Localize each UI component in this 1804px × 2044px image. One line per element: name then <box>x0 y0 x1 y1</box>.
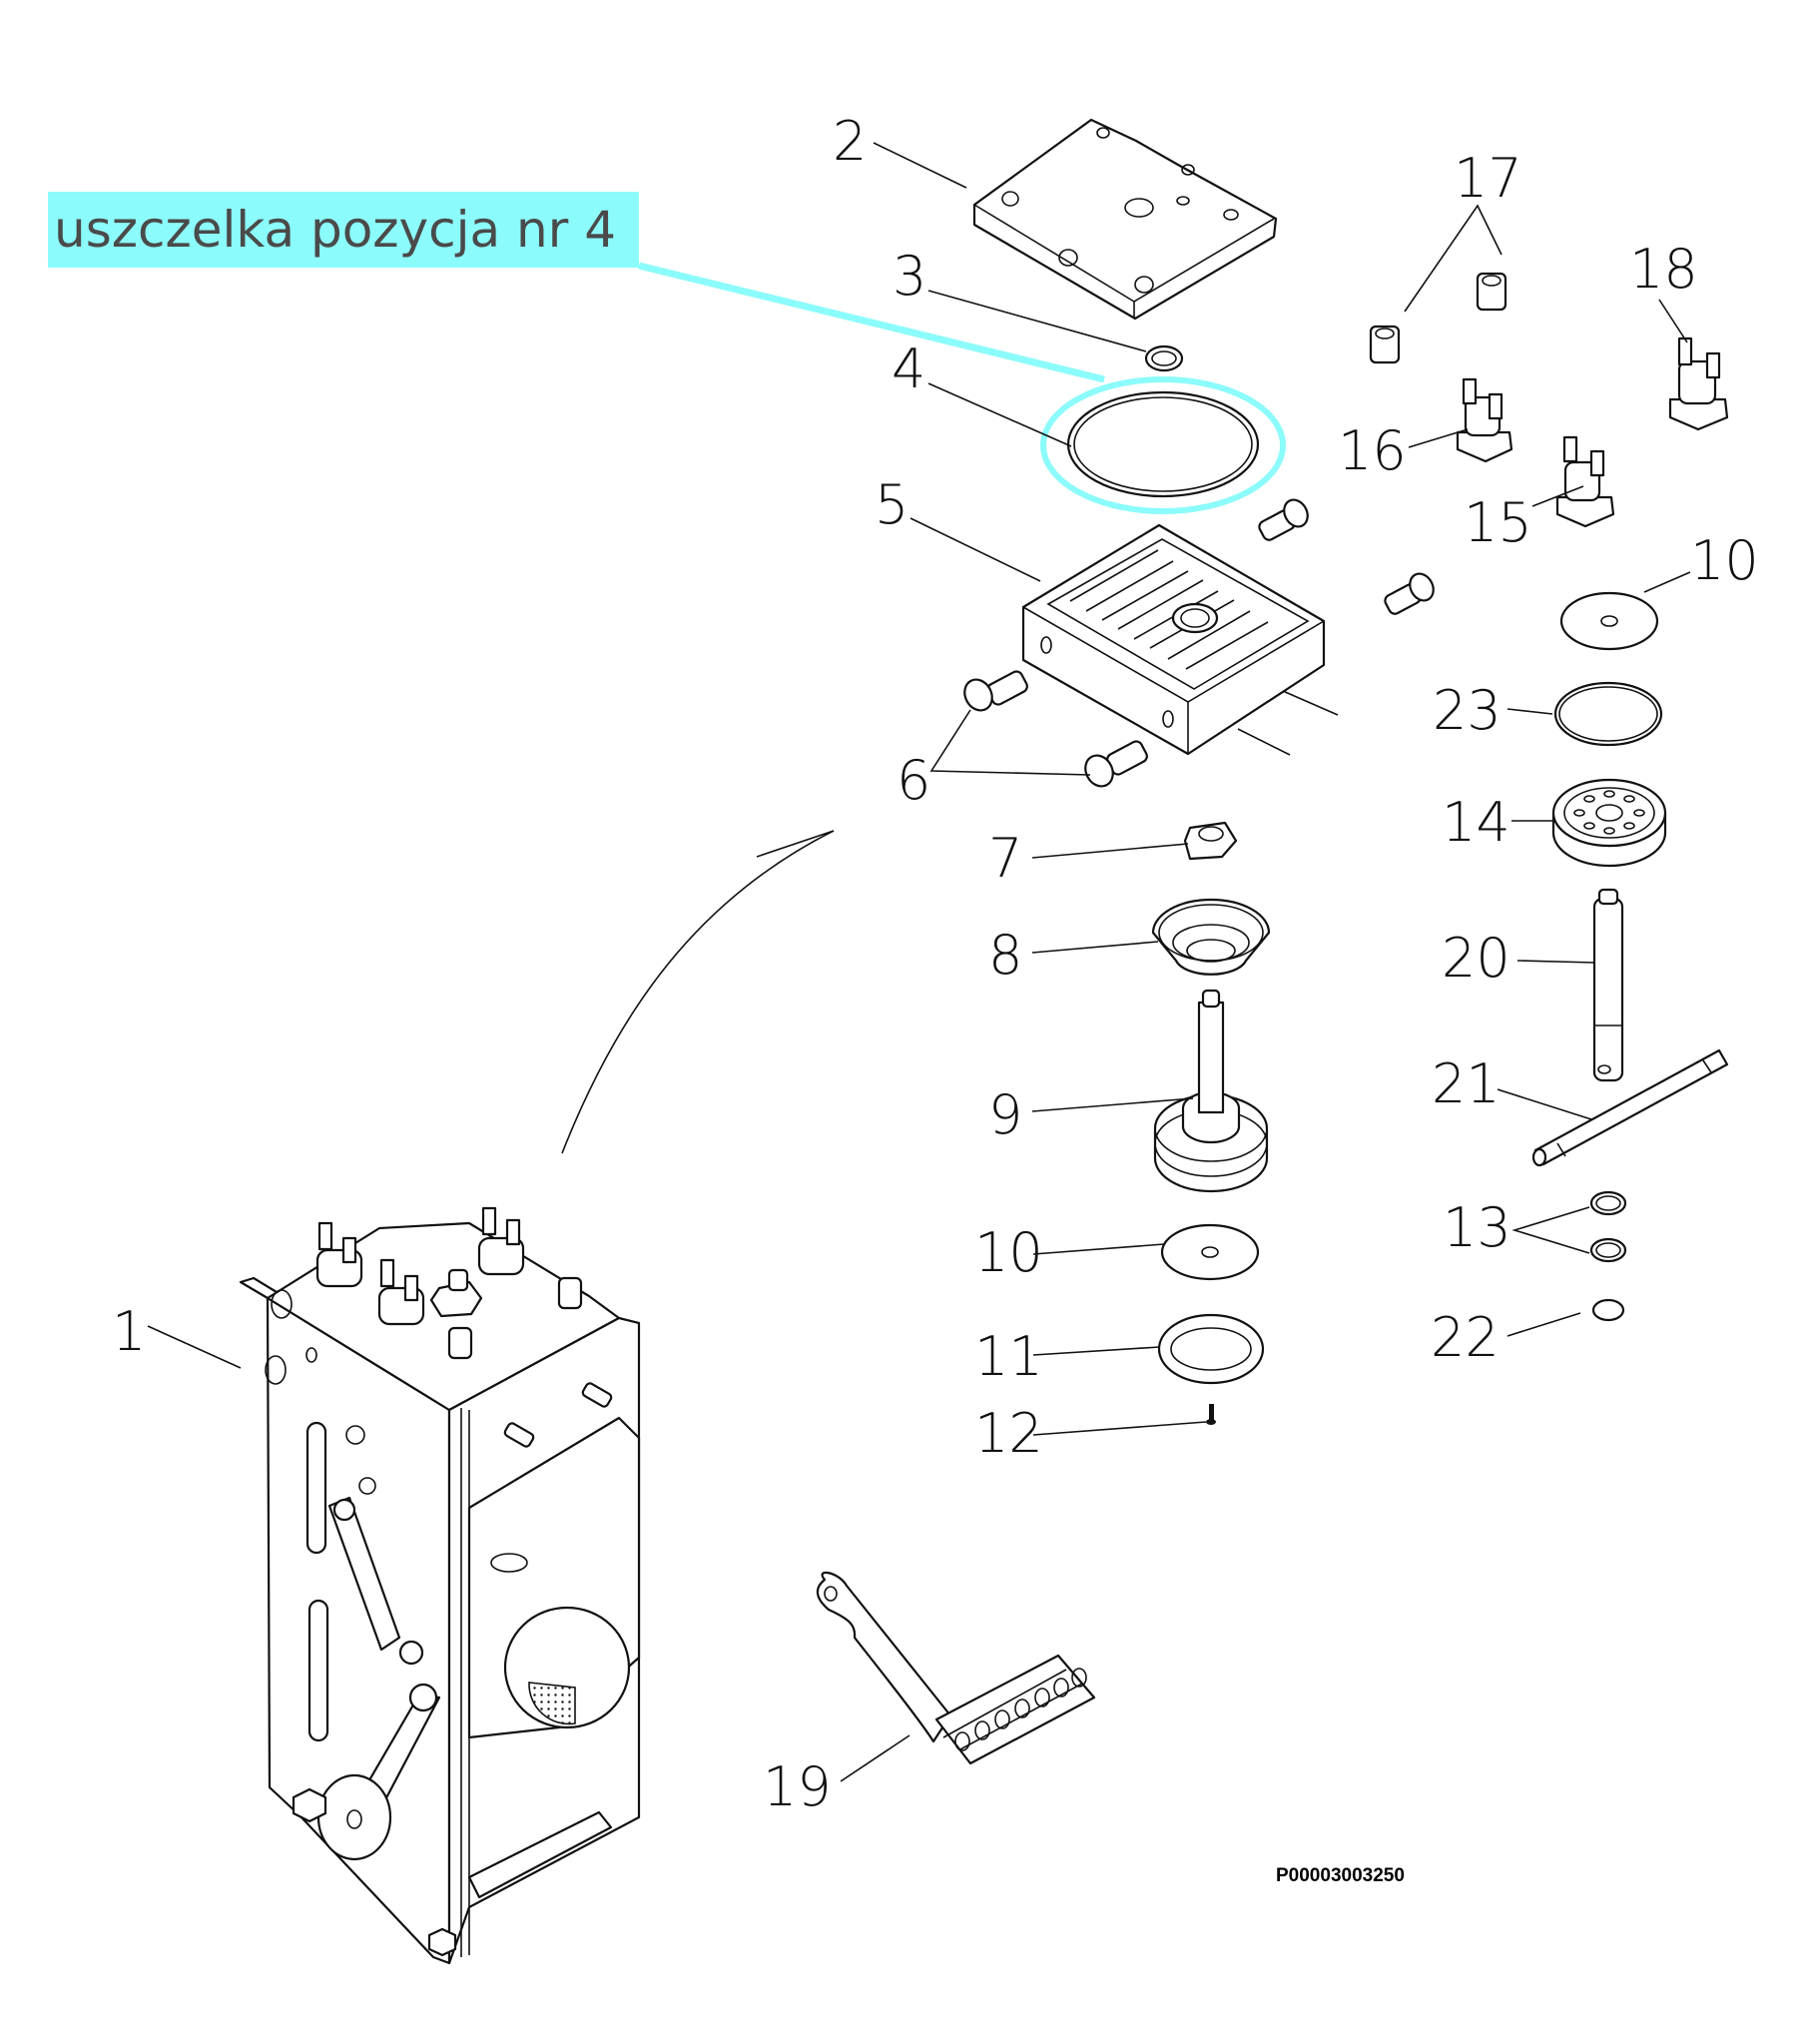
label-3: 3 <box>893 245 926 308</box>
part-7-nut[interactable] <box>1183 821 1238 861</box>
label-21: 21 <box>1432 1052 1501 1115</box>
leader-7 <box>1031 843 1189 859</box>
gasket-callout-label: uszczelka pozycja nr 4 <box>48 192 639 268</box>
leader-5 <box>909 517 1041 582</box>
label-17: 17 <box>1454 147 1522 210</box>
part-8-cup-seal[interactable] <box>1151 898 1271 976</box>
leader-23 <box>1506 708 1553 715</box>
label-19: 19 <box>763 1755 832 1818</box>
label-22: 22 <box>1431 1306 1500 1369</box>
screw-upper-1 <box>1258 498 1309 541</box>
part-1-brewing-unit[interactable] <box>239 1206 641 1965</box>
label-5: 5 <box>875 473 908 536</box>
part-4-gasket[interactable] <box>1066 390 1260 498</box>
label-15: 15 <box>1464 491 1532 554</box>
leader-10-lower <box>1032 1243 1165 1255</box>
part-2-cover-plate[interactable] <box>972 118 1278 321</box>
part-12-screw[interactable] <box>1206 1404 1216 1425</box>
leader-6 <box>929 709 1091 776</box>
part-22-circlip[interactable] <box>1591 1298 1625 1322</box>
leader-2 <box>873 142 967 189</box>
leader-4 <box>927 382 1072 447</box>
part-17-fittings[interactable] <box>1369 272 1507 364</box>
part-18-thermostat[interactable] <box>1668 337 1729 431</box>
leader-1 <box>147 1325 242 1369</box>
leader-18 <box>1658 299 1688 343</box>
label-7: 7 <box>988 827 1022 890</box>
label-13: 13 <box>1443 1196 1511 1259</box>
part-4-highlight-ring <box>1040 376 1286 514</box>
leader-17 <box>1404 204 1503 313</box>
leader-21 <box>1497 1088 1592 1120</box>
leader-13 <box>1511 1206 1590 1254</box>
part-10-screen-upper[interactable] <box>1559 591 1659 651</box>
leader-22 <box>1506 1312 1581 1337</box>
leader-12 <box>1032 1421 1207 1436</box>
part-20-pin[interactable] <box>1592 888 1624 1082</box>
part-11-gasket[interactable] <box>1157 1313 1265 1385</box>
leader-19 <box>840 1734 910 1782</box>
part-6-screws[interactable] <box>959 669 1149 791</box>
leader-11 <box>1032 1346 1160 1356</box>
part-23-oring[interactable] <box>1553 681 1663 747</box>
assembly-arrow <box>561 830 835 1154</box>
label-14: 14 <box>1442 791 1510 854</box>
callout-leader-line <box>638 262 1105 383</box>
label-12: 12 <box>974 1402 1043 1465</box>
part-19-lever-bracket[interactable] <box>816 1571 1096 1765</box>
label-20: 20 <box>1442 927 1510 990</box>
label-1: 1 <box>112 1300 146 1363</box>
leader-9 <box>1031 1097 1194 1112</box>
label-9: 9 <box>988 1083 1022 1146</box>
leader-16 <box>1408 428 1469 448</box>
leader-8 <box>1031 941 1159 954</box>
label-4: 4 <box>892 338 925 400</box>
label-6: 6 <box>897 749 930 812</box>
part-16-thermostat[interactable] <box>1456 377 1513 463</box>
part-21-rod[interactable] <box>1531 1048 1729 1167</box>
label-16: 16 <box>1338 419 1407 482</box>
leader-3 <box>927 290 1147 352</box>
part-15-thermostat[interactable] <box>1555 435 1615 528</box>
part-10-screen-lower[interactable] <box>1160 1223 1260 1281</box>
label-11: 11 <box>974 1325 1043 1388</box>
part-9-piston[interactable] <box>1153 989 1269 1193</box>
leader-15 <box>1531 485 1584 507</box>
assembly-arrow-head <box>756 830 835 858</box>
label-18: 18 <box>1629 238 1698 301</box>
leader-20 <box>1516 960 1595 964</box>
drawing-code: P00003003250 <box>1276 1865 1405 1886</box>
part-14-diffuser[interactable] <box>1551 778 1667 868</box>
label-10-upper: 10 <box>1690 529 1759 592</box>
label-23: 23 <box>1433 679 1502 742</box>
leader-10-upper <box>1643 571 1691 593</box>
screw-upper-2 <box>1384 572 1435 615</box>
label-2: 2 <box>833 110 867 173</box>
part-3-small-oring[interactable] <box>1144 344 1184 372</box>
label-10-lower: 10 <box>974 1221 1043 1284</box>
part-5-block[interactable] <box>1021 523 1339 756</box>
part-13-orings[interactable] <box>1589 1190 1627 1263</box>
label-8: 8 <box>988 924 1022 987</box>
